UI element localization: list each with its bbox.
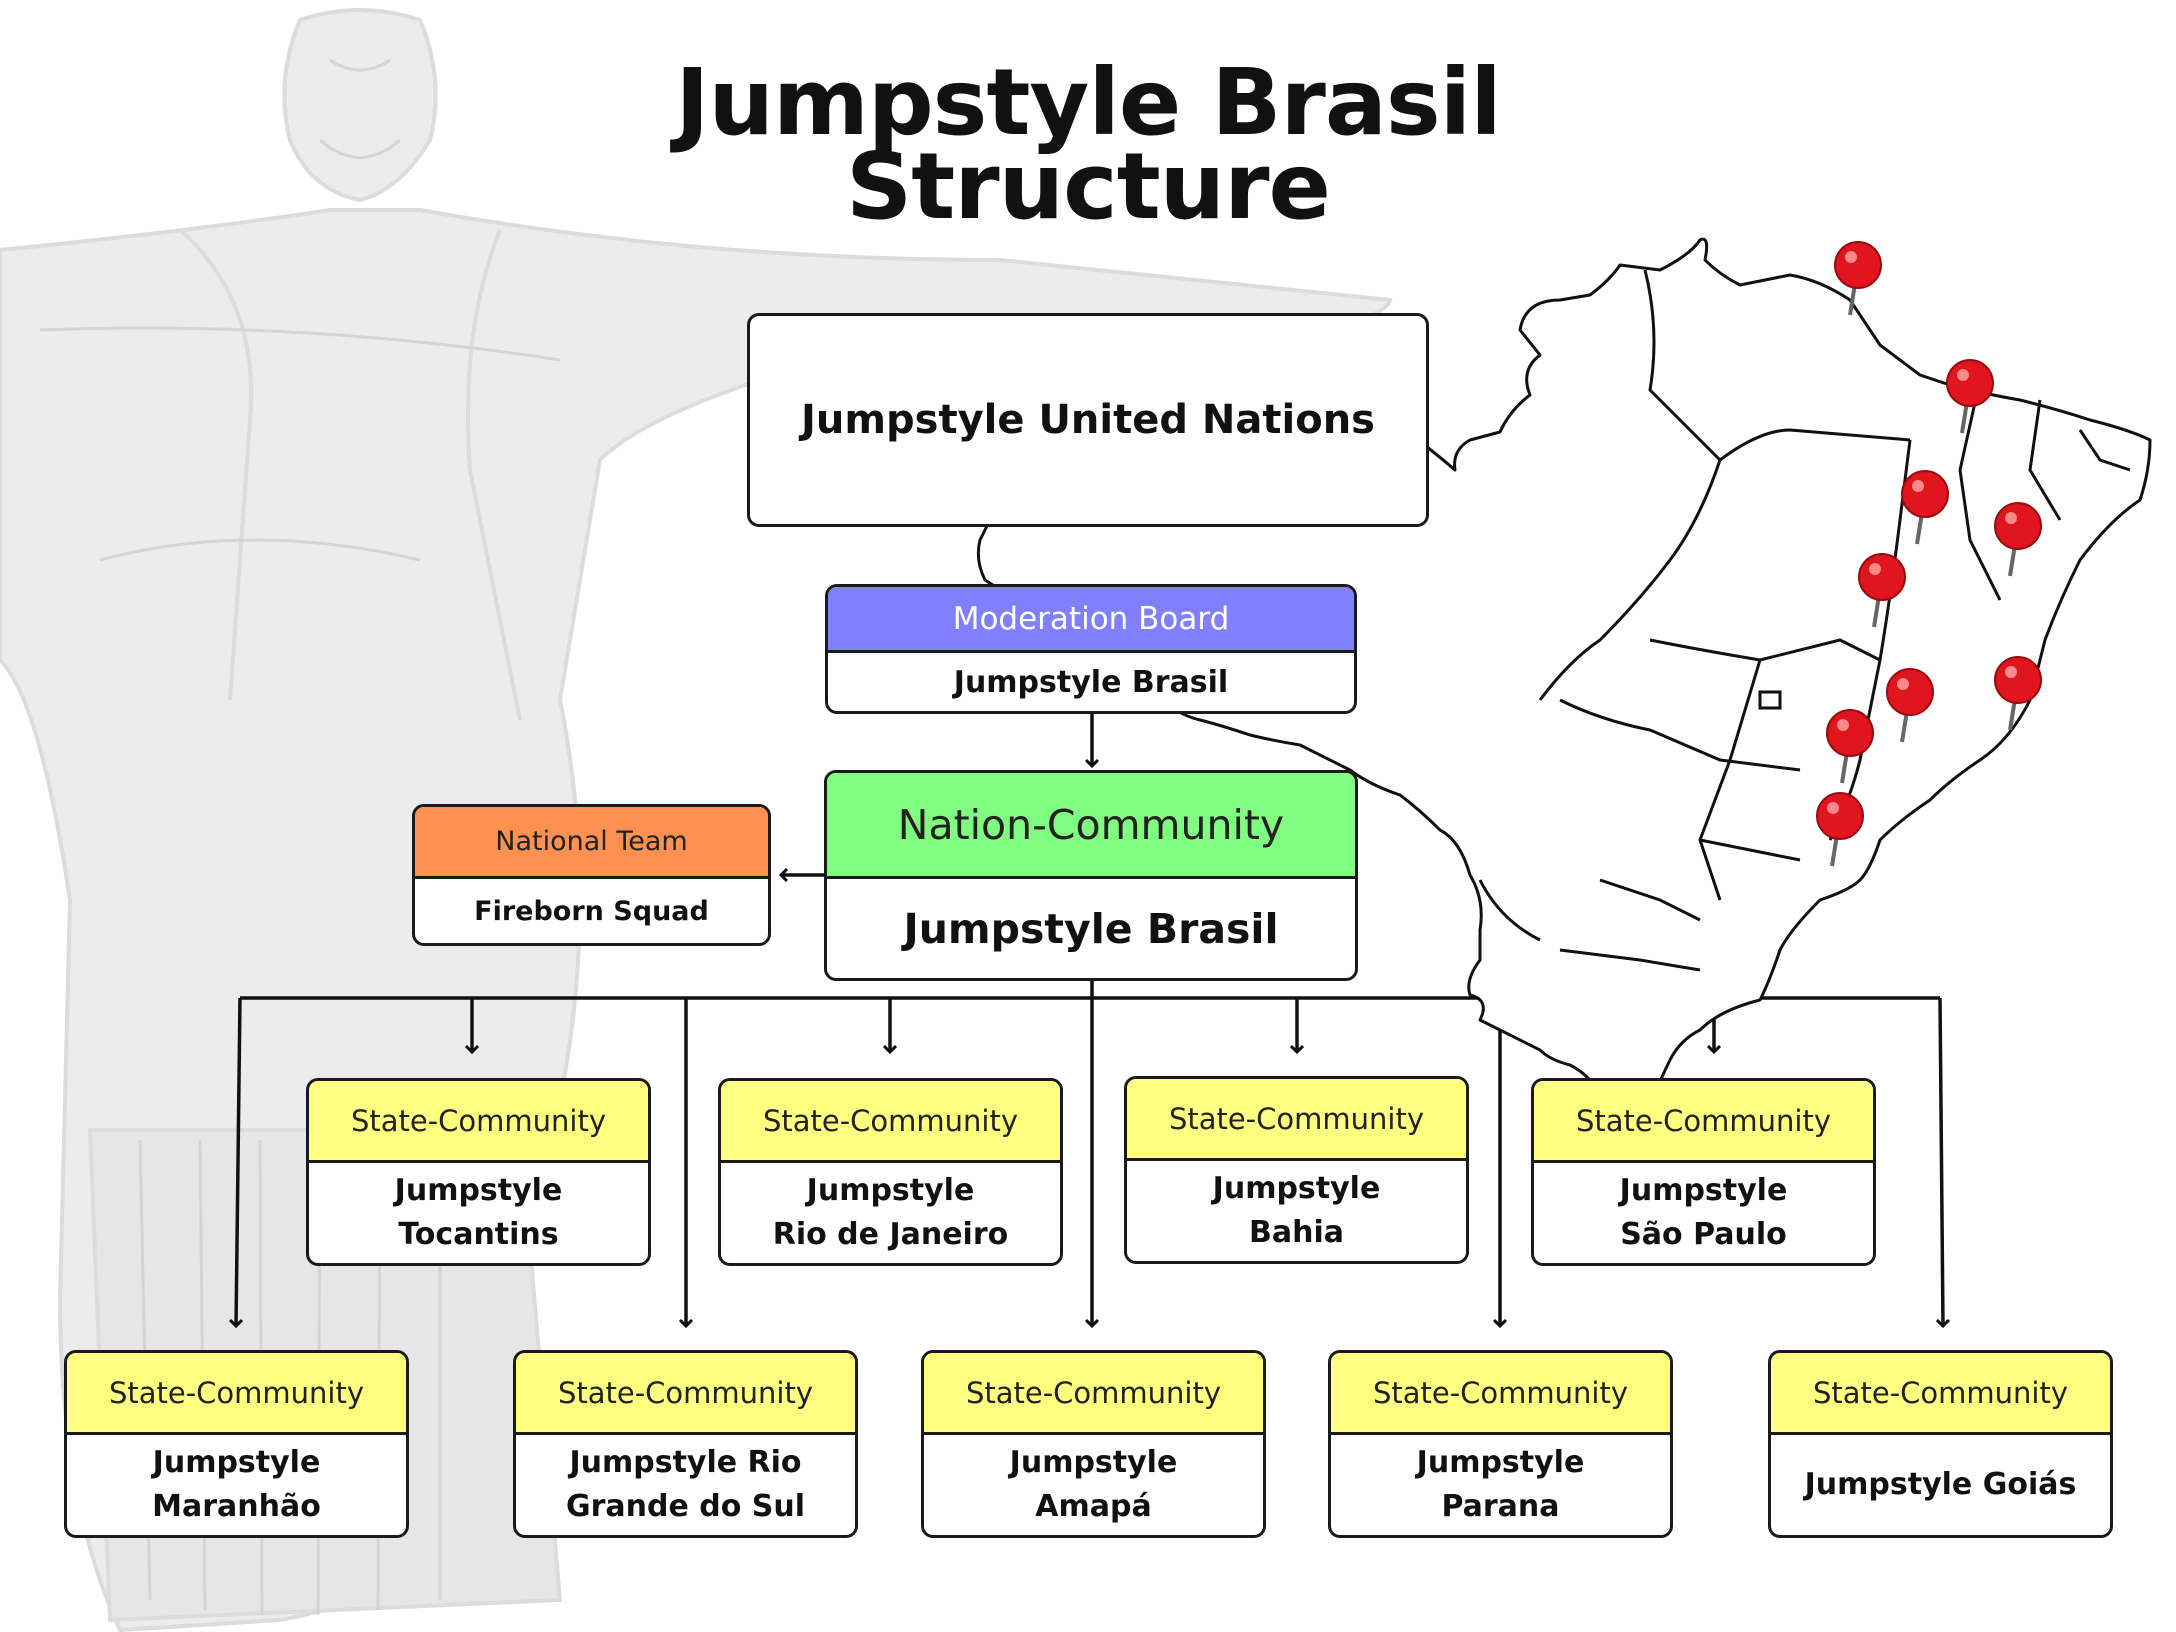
- state-community-header: State-Community: [67, 1353, 406, 1435]
- national-team-name: Fireborn Squad: [474, 895, 709, 927]
- state-community-name: Jumpstyle Tocantins: [394, 1173, 563, 1252]
- state-community-header: State-Community: [1331, 1353, 1670, 1435]
- map-pin-icon: [1946, 359, 1994, 434]
- map-pin-icon: [1834, 241, 1882, 316]
- nation-community-box: Nation-Community Jumpstyle Brasil: [824, 770, 1358, 981]
- state-community-name: Jumpstyle Goiás: [1804, 1467, 2077, 1502]
- state-community-header: State-Community: [1534, 1081, 1873, 1163]
- state-community-name: Jumpstyle Amapá: [1009, 1445, 1178, 1524]
- state-community-header: State-Community: [924, 1353, 1263, 1435]
- moderation-board-header: Moderation Board: [828, 587, 1354, 653]
- map-pin-icon: [1994, 656, 2042, 731]
- state-community-name: Jumpstyle Rio Grande do Sul: [565, 1445, 806, 1524]
- state-community-name: Jumpstyle Rio de Janeiro: [772, 1173, 1009, 1252]
- moderation-board-box: Moderation Board Jumpstyle Brasil: [825, 584, 1357, 714]
- top-box-label: Jumpstyle United Nations: [801, 397, 1375, 443]
- state-community-name: Jumpstyle Bahia: [1212, 1171, 1381, 1250]
- national-team-header: National Team: [415, 807, 768, 879]
- page-title-line-2: Structure: [846, 133, 1331, 240]
- state-community-name: Jumpstyle São Paulo: [1619, 1173, 1788, 1252]
- state-community-header: State-Community: [309, 1081, 648, 1163]
- state-community-name: Jumpstyle Maranhão: [152, 1445, 321, 1524]
- state-community-header: State-Community: [1127, 1079, 1466, 1161]
- page-title-line-1: Jumpstyle Brasil: [675, 49, 1502, 156]
- nation-community-header: Nation-Community: [827, 773, 1355, 879]
- jumpstyle-united-nations-box: Jumpstyle United Nations: [747, 313, 1429, 527]
- moderation-board-name: Jumpstyle Brasil: [953, 664, 1229, 700]
- nation-community-name: Jumpstyle Brasil: [903, 904, 1279, 953]
- state-community-name: Jumpstyle Parana: [1416, 1445, 1585, 1524]
- state-community-header: State-Community: [721, 1081, 1060, 1163]
- map-pin-icon: [1816, 792, 1864, 867]
- map-pin-icon: [1826, 709, 1874, 784]
- state-community-header: State-Community: [1771, 1353, 2110, 1435]
- state-community-header: State-Community: [516, 1353, 855, 1435]
- map-pin-icon: [1886, 668, 1934, 743]
- map-pin-icon: [1858, 553, 1906, 628]
- map-pin-icon: [1901, 470, 1949, 545]
- map-pin-icon: [1994, 502, 2042, 577]
- national-team-box: National Team Fireborn Squad: [412, 804, 771, 946]
